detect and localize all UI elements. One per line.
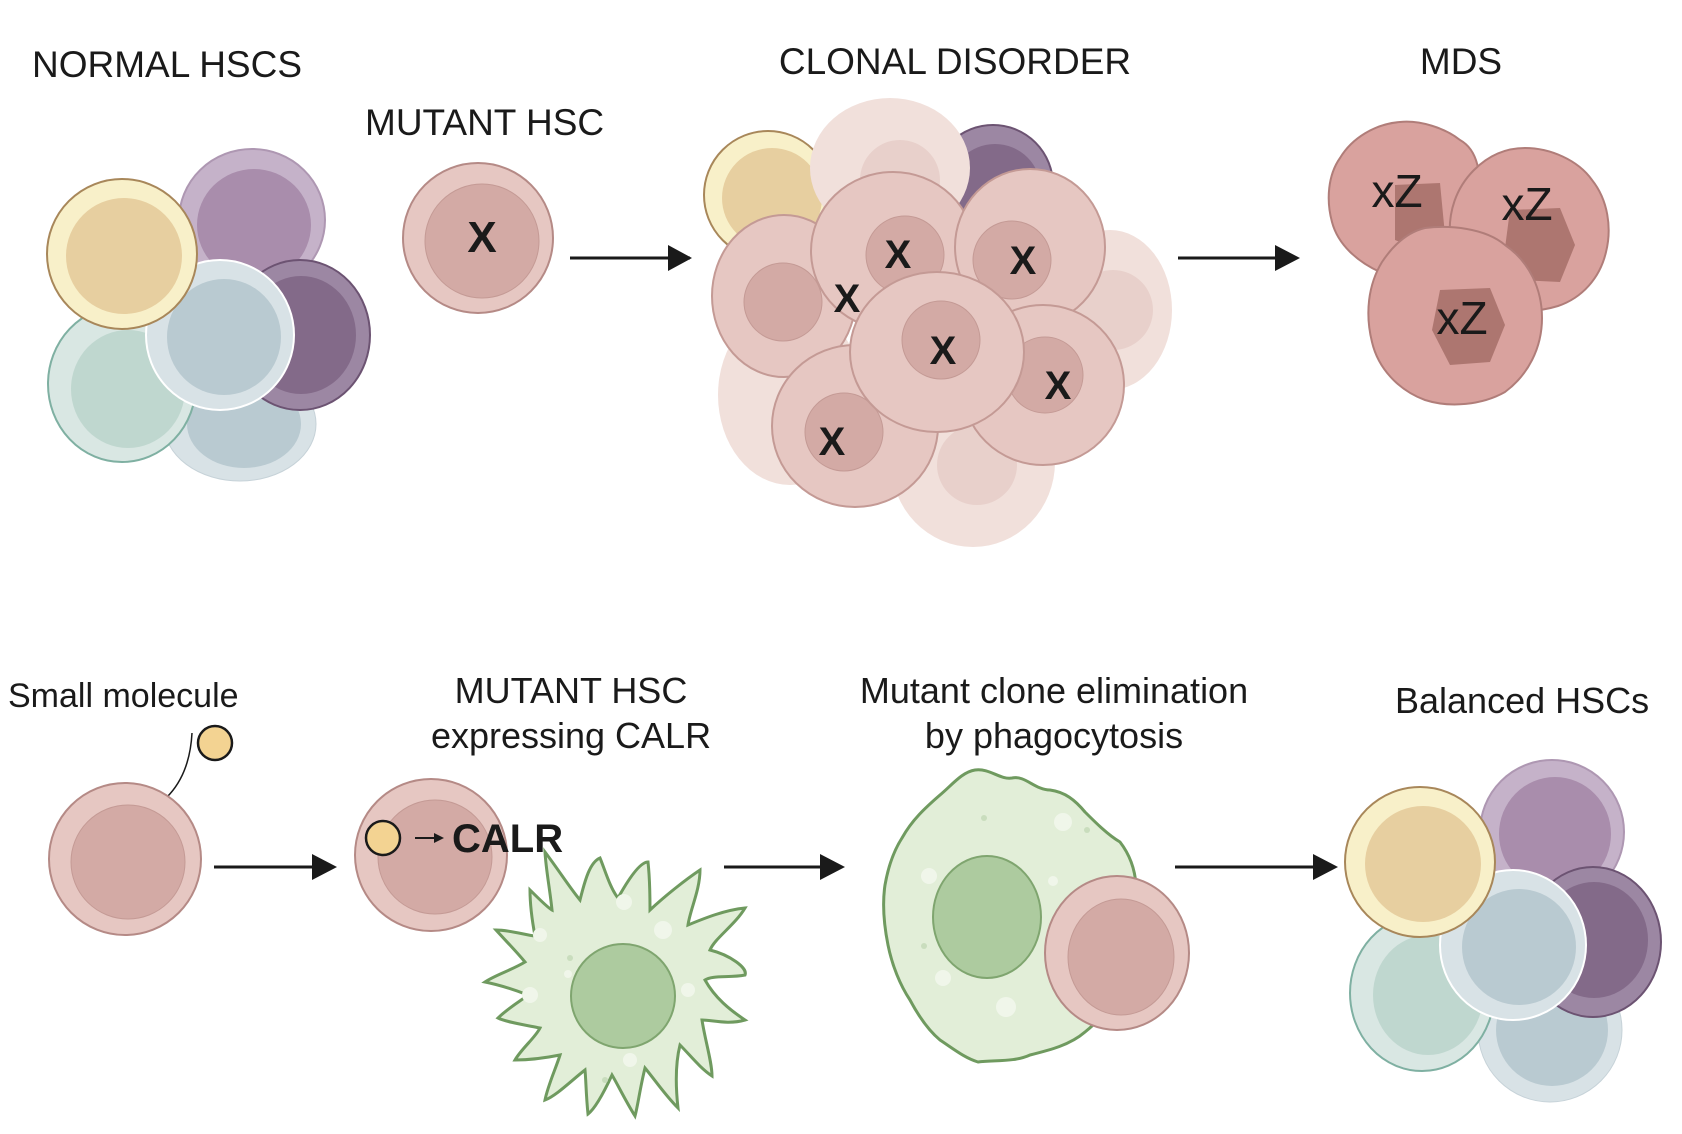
mutation-marker: X [467,213,496,262]
arrow-head-icon [820,854,845,880]
mutant-hsc-label: MUTANT HSC [365,102,604,143]
clonal-cell-top-right [954,168,1106,326]
mds-marker: xZ [1436,292,1487,344]
mutation-marker: X [885,233,912,277]
clonal-cell-center [849,271,1025,433]
target-hsc-cell [48,782,202,936]
arrow-head-icon [434,833,444,843]
hsc-cell-yellow [1344,786,1496,938]
clonal-cell-left [711,214,857,378]
hsc-cell-yellow [46,178,198,330]
small-molecule-icon [196,724,234,762]
engulfed-mutant-cell [1044,875,1190,1031]
mutation-marker: X [819,420,846,464]
arrow-head-icon [312,854,337,880]
clonal-disorder-label: CLONAL DISORDER [779,41,1131,82]
mds-cell-bottom: xZ [1367,225,1544,406]
arrow-head-icon [668,245,692,271]
arrow-head-icon [1313,854,1338,880]
normal-hsc-cluster [46,148,371,482]
mutation-marker: X [1010,239,1037,283]
small-molecule-label: Small molecule [8,677,239,715]
mutant-calr-label-line2: expressing CALR [431,715,711,756]
small-molecule-icon [364,819,402,857]
mutation-marker: X [834,277,861,321]
balanced-hsc-cluster [1344,759,1662,1103]
mds-cluster: xZ xZ xZ [1327,120,1610,406]
mds-marker: xZ [1371,165,1422,217]
clonal-disorder-cluster: X X X X X X [703,98,1172,547]
calr-label: CALR [452,817,563,861]
mds-marker: xZ [1501,178,1552,230]
normal-hscs-label: NORMAL HSCS [32,44,302,85]
elimination-label-line2: by phagocytosis [925,715,1183,756]
mutation-marker: X [930,329,957,373]
balanced-hscs-label: Balanced HSCs [1395,680,1649,721]
mutant-hsc-calr-cell: CALR [354,778,563,932]
elimination-label-line1: Mutant clone elimination [860,670,1248,711]
mutant-calr-label-line1: MUTANT HSC [455,670,688,711]
arrow-head-icon [1275,245,1300,271]
mds-label: MDS [1420,41,1502,82]
mutant-hsc-cell: X [402,162,554,314]
mds-cell-right: xZ [1448,146,1610,312]
phagocyte-dendritic-cell [481,847,749,1120]
mutation-marker: X [1045,364,1072,408]
